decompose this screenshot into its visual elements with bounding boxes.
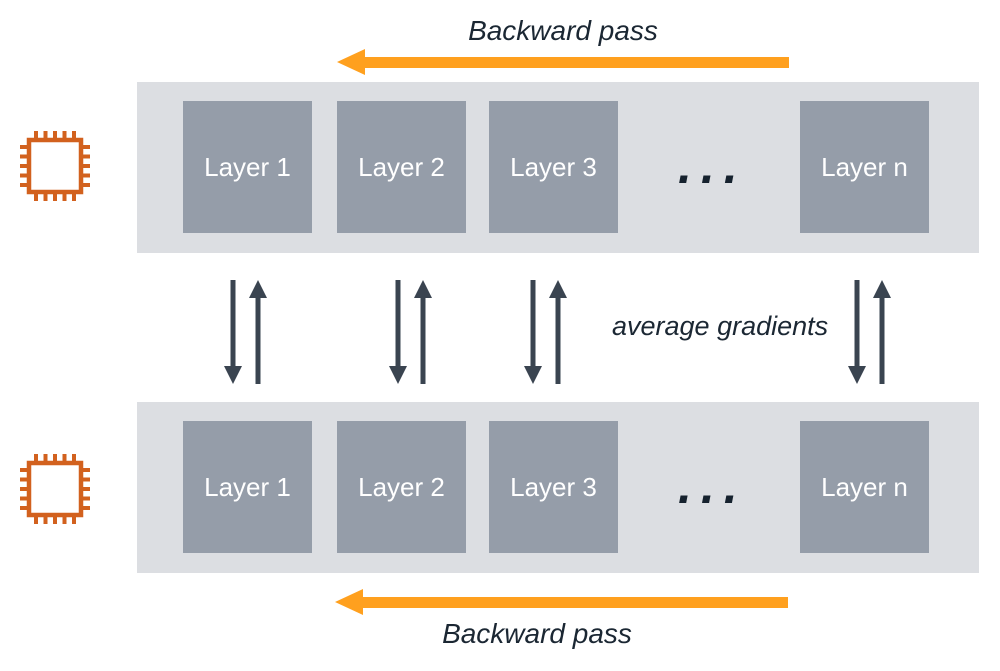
layer-box: Layer n xyxy=(800,101,929,233)
arrow-shaft xyxy=(362,597,788,608)
layer-box: Layer 1 xyxy=(183,421,312,553)
layer-box: Layer 3 xyxy=(489,101,618,233)
chip-icon xyxy=(20,131,90,201)
backward-pass-label-bottom: Backward pass xyxy=(442,618,632,649)
gradient-exchange-arrows xyxy=(523,280,567,384)
layer-box: Layer 2 xyxy=(337,101,466,233)
up-arrow-icon xyxy=(414,280,432,384)
left-arrowhead xyxy=(337,49,365,75)
layer-box: Layer 3 xyxy=(489,421,618,553)
left-arrowhead xyxy=(335,589,363,615)
gradient-exchange-arrows xyxy=(388,280,432,384)
down-arrow-icon xyxy=(524,280,542,384)
backward-pass-label-top: Backward pass xyxy=(468,15,658,46)
model-replica-top: Layer 1 Layer 2 Layer 3 ... Layer n xyxy=(137,82,979,253)
down-arrow-icon xyxy=(224,280,242,384)
up-arrow-icon xyxy=(549,280,567,384)
ellipsis: ... xyxy=(678,458,747,514)
layer-box: Layer 2 xyxy=(337,421,466,553)
layer-box: Layer n xyxy=(800,421,929,553)
down-arrow-icon xyxy=(389,280,407,384)
gradient-exchange-arrows xyxy=(223,280,267,384)
model-replica-bottom: Layer 1 Layer 2 Layer 3 ... Layer n xyxy=(137,402,979,573)
ellipsis: ... xyxy=(678,138,747,194)
chip-icon xyxy=(20,454,90,524)
gradient-exchange-arrows xyxy=(847,280,891,384)
layer-box: Layer 1 xyxy=(183,101,312,233)
down-arrow-icon xyxy=(848,280,866,384)
arrow-shaft xyxy=(364,57,789,68)
up-arrow-icon xyxy=(873,280,891,384)
up-arrow-icon xyxy=(249,280,267,384)
average-gradients-label: average gradients xyxy=(612,311,829,341)
